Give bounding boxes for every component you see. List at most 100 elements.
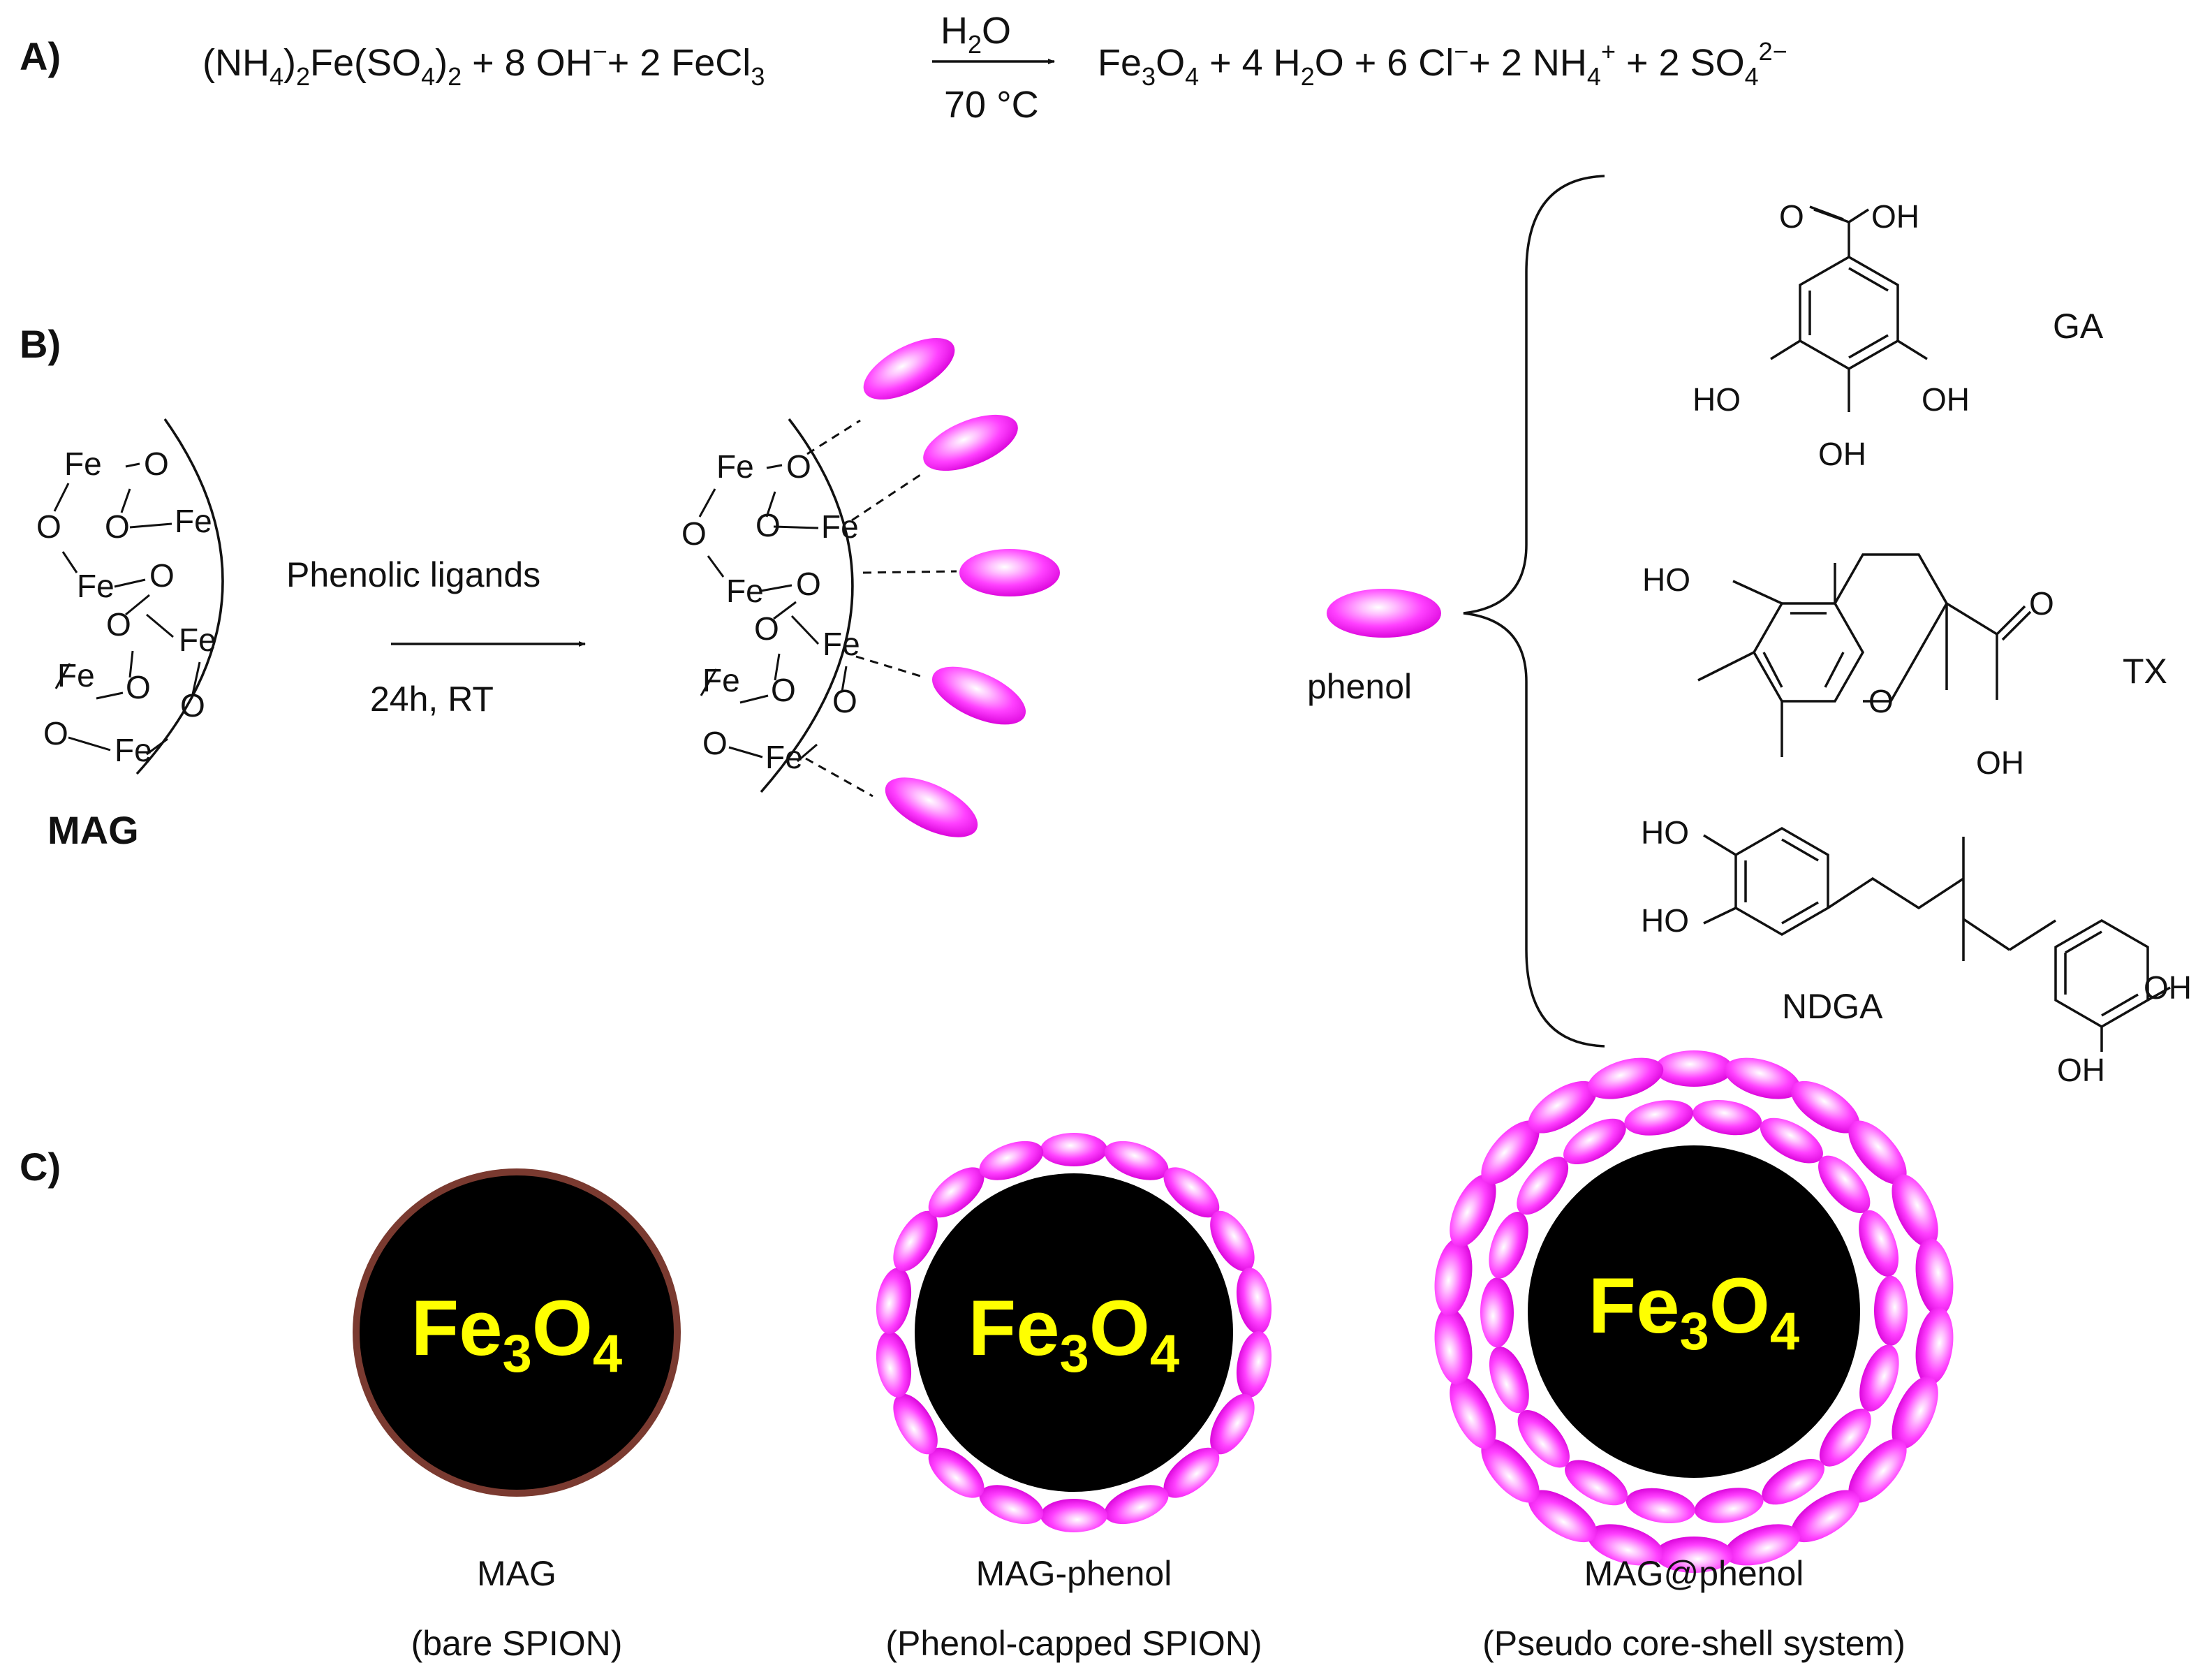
phenol-ligand [1892,1174,1938,1247]
phenol-ligand [893,1210,938,1272]
ndga-name: NDGA [1782,987,1883,1026]
phenol-legend-label: phenol [1307,667,1412,706]
atom-o: O [786,448,811,485]
phenol-ligand [1760,1117,1823,1164]
condition-solvent: H2O [941,10,1011,59]
phenol-ligand [1848,1439,1907,1503]
phenol-shell [876,1133,1272,1532]
phenol-ligand [893,1393,938,1455]
phenol-ligand [1528,1490,1598,1543]
atom-o: O [36,508,61,545]
core-label-bare: Fe3O4 [411,1284,622,1384]
atom-o: O [149,557,175,594]
mag-label: MAG [47,808,139,852]
atom-fe: Fe [77,568,115,604]
particle-core-shell-desc: (Pseudo core-shell system) [1482,1624,1905,1663]
particle-core-shell-name: MAG@phenol [1584,1554,1804,1593]
phenol-ligand [1915,1238,1954,1317]
phenol-ligand [1724,1057,1801,1099]
phenol-ligand [1859,1344,1899,1412]
atom-fe: Fe [115,732,152,768]
phenol-ligand [1892,1376,1938,1449]
ndga-ho-bottom: HO [1641,902,1689,939]
phenol-ligand [1236,1268,1272,1334]
particle-bare-desc: (bare SPION) [411,1624,623,1663]
phenol-ligand [1517,1157,1569,1215]
equation-products: Fe3O4 + 4 H2O + 6 Cl−+ 2 NH4+ + 2 SO42− [1098,37,1787,91]
phenol-ligand [1563,1118,1626,1165]
phenol-ligand [1818,1155,1871,1213]
phenol-ligand [885,777,978,837]
ga-carbonyl-o: O [1779,198,1804,235]
atom-fe: Fe [64,446,102,482]
atom-o: O [144,446,169,482]
atom-o: O [754,610,779,647]
atom-fe: Fe [821,508,859,545]
tx-acid-oh: OH [1976,745,2024,781]
atom-fe: Fe [765,739,803,775]
particle-capped: Fe3O4 MAG-phenol (Phenol-capped SPION) [876,1133,1272,1663]
atom-o: O [105,508,130,545]
phenol-ligand [1450,1174,1496,1247]
ga-oh-right: OH [1922,381,1970,418]
equation-reactants: (NH4)2Fe(SO4)2 + 8 OH−+ 2 FeCl3 [202,37,765,91]
capped-core [915,1173,1233,1492]
phenol-ligand [1210,1393,1255,1455]
tx-carbonyl-o: O [2029,585,2054,622]
phenol-ligand [1481,1439,1540,1503]
atom-fe: Fe [702,662,740,698]
phenol-legend-ellipse [1327,589,1441,638]
phenol-ligand [1104,1141,1169,1180]
phenol-ligand [1104,1485,1169,1525]
particle-bare: Fe3O4 MAG (bare SPION) [353,1168,681,1663]
phenol-ligand [1625,1488,1695,1524]
ga-acid-oh: OH [1871,198,1919,235]
condition-temperature: 70 °C [944,84,1039,126]
particle-capped-name: MAG-phenol [976,1554,1172,1593]
phenol-ligand [876,1331,912,1398]
atom-fe: Fe [716,448,754,485]
mag-surface-left: Fe O O O Fe Fe O O Fe Fe O O O Fe [36,418,224,775]
atom-fe: Fe [175,503,212,539]
phenol-ligand [928,1447,985,1498]
ndga-oh-right: OH [2144,969,2192,1006]
phenol-ligand [1762,1458,1824,1505]
tx-structure: HO O O OH TX [1642,553,2167,781]
phenol-ligand [928,1167,985,1218]
atom-fe: Fe [726,573,764,609]
phenol-ligand [1790,1080,1860,1134]
phenol-ligand [1873,1275,1908,1346]
phenol-ligand [1434,1307,1473,1386]
phenol-ligand [1481,1120,1540,1185]
phenol-ligand [1489,1346,1529,1414]
atom-o: O [681,515,707,552]
reagent-label: Phenolic ligands [286,555,540,594]
phenol-ligand [1210,1210,1255,1272]
atom-o: O [702,725,728,761]
mag-surface-capped: Fe O O O Fe Fe O O Fe Fe O O O Fe [681,418,957,798]
phenol-ligand [1480,1277,1514,1348]
phenol-ligand [863,337,955,400]
ligand-brace [1463,175,1605,1048]
ndga-ho-top: HO [1641,814,1689,851]
phenol-ligand [1565,1460,1628,1506]
phenol-ligand [1655,1050,1733,1087]
atom-o: O [43,715,68,751]
phenol-ligand [959,549,1060,596]
ga-structure: O OH HO OH OH GA [1693,198,2104,472]
phenol-ligand [1724,1524,1801,1566]
phenol-ligand [979,1141,1044,1180]
phenol-ligand [1694,1488,1764,1523]
phenol-ligand [1450,1376,1496,1449]
phenol-ligand [1915,1307,1954,1386]
phenol-ligand [1693,1099,1762,1136]
phenol-ligand [923,414,1018,471]
phenol-ligand [1859,1210,1899,1277]
panel-label-b: B) [20,322,61,366]
tx-name: TX [2123,652,2167,691]
core-label-capped: Fe3O4 [968,1284,1179,1384]
phenol-ligand [1163,1167,1220,1218]
ga-oh-bottom: OH [1818,436,1866,472]
ndga-oh-bottom: OH [2057,1052,2105,1088]
